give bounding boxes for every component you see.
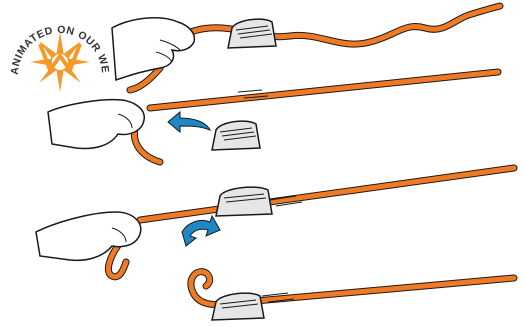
hand-holding-rope-icon xyxy=(48,100,144,149)
hand-holding-rope-icon xyxy=(36,212,141,260)
arrow-down-into-cleat-icon xyxy=(182,216,220,246)
step-3 xyxy=(36,168,514,277)
step-4 xyxy=(191,272,514,320)
arrow-into-cleat-icon xyxy=(168,112,210,132)
cleat-icon xyxy=(216,187,272,216)
animated-badge[interactable]: ANIMATED ON OUR WEBSITE xyxy=(0,0,111,92)
cleat-icon xyxy=(228,19,276,48)
rope xyxy=(160,6,500,68)
step-2 xyxy=(48,72,498,162)
rope-cleated-icon xyxy=(212,293,264,320)
cleat-icon xyxy=(212,121,260,150)
